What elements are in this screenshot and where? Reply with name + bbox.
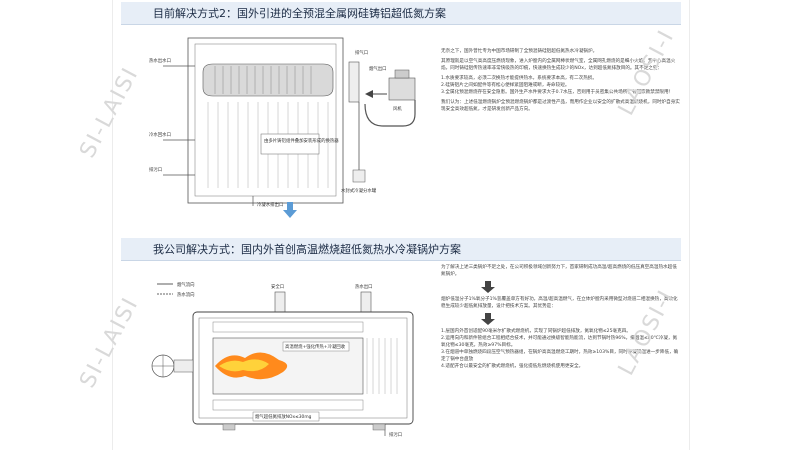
label-fan: 风机 [393,105,402,112]
section2-title: 我公司解决方式：国内外首创高温燃烧超低氮热水冷凝锅炉方案 [153,243,461,256]
slide: 目前解决方式2：国外引进的全预混全属网硅铸铝超低氮方案 [112,0,690,450]
section2-para-2: 烟炉低温分子1%氧分子1%氢覆盖单方有好功，高温/超高温燃气，在立体炉膛内采用微… [441,297,678,309]
section2-arrow-2 [481,313,495,325]
section1-para-3: 1.水质要求较高，必须二次换热才能提供热水，系统要求本高，有二次热损。 2.硅铸… [441,76,674,95]
legend-smoke: 烟气流向 [177,281,195,288]
section1-para-2: 其原理就是以空气高高度压燃烧现象，进入炉膛内的全属网棒状燃气室，全属网孔燃烧的是… [441,59,676,71]
label-hot-outlet: 热水出口 [355,283,373,290]
section1-title-bar: 目前解决方式2：国外引进的全预混全属网硅铸铝超低氮方案 [121,2,681,25]
section2-boiler-diagram: 烟气流向 热水流向 安全口 热水出口 高温燃烧+ [151,281,414,438]
section2-text: 为了解决上述三类锅炉不足之处，在公司积极领域创新努力下，首家研制成功高温/超高燃… [441,264,681,373]
label-water-separator: 水封式冷凝分水罐 [341,187,377,194]
section2-para-1: 为了解决上述三类锅炉不足之处，在公司积极领域创新努力下，首家研制成功高温/超高燃… [441,265,677,277]
label-hot-water-out: 热水出水口 [149,57,171,64]
section1-title: 目前解决方式2：国外引进的全预混全属网硅铸铝超低氮方案 [153,7,446,20]
label-vent: 排气口 [355,49,368,56]
section1-text: 无奈之下，国外曾忙专为中国市场研制了全预混铸硅铝超低氮热水冷凝锅炉。 其原理就是… [441,48,681,116]
tag-top: 高温燃烧+强化传热+冷凝回收 [285,343,346,350]
section1-down-arrow [283,202,297,218]
section2-arrow-1 [481,281,495,293]
flame-inner [219,359,269,372]
section1-para-1: 无奈之下，国外曾忙专为中国市场研制了全预混铸硅铝超低氮热水冷凝锅炉。 [441,49,598,54]
arrow-air-in [365,90,373,98]
section2-para-3: 1.层国内外首创适配90毫米尔扩散式燃烧机，实现了同锅炉超低排放，氮氧化物≤25… [441,329,679,369]
section1-boiler-diagram: 由多片铸铝组件叠加安装形成的换热器 热水出水口 冷水回水口 排污口 冷凝水排出口… [149,37,416,208]
label-condensate: 冷凝水排出口 [257,201,283,208]
tag-bottom: 烟气超低氮排放NOx≤30mg [255,413,312,420]
section2-title-bar: 我公司解决方式：国内外首创高温燃烧超低氮热水冷凝锅炉方案 [121,238,681,261]
label-safety: 安全口 [271,283,284,290]
label-drain: 排污口 [149,166,162,173]
section1-para-4: 我们认为：上述低温燃烧锅炉全预混燃烧锅炉都是过渡性产品，而用作企业以安全的扩散式… [441,100,680,112]
label-smoke: 烟气出口 [369,65,387,72]
legend-water: 热水流向 [177,291,195,298]
label-heat-exchanger: 由多片铸铝组件叠加安装形成的换热器 [264,137,339,144]
label-cold-water-in: 冷水回水口 [149,131,171,138]
label-drain-2: 排污口 [389,431,402,438]
